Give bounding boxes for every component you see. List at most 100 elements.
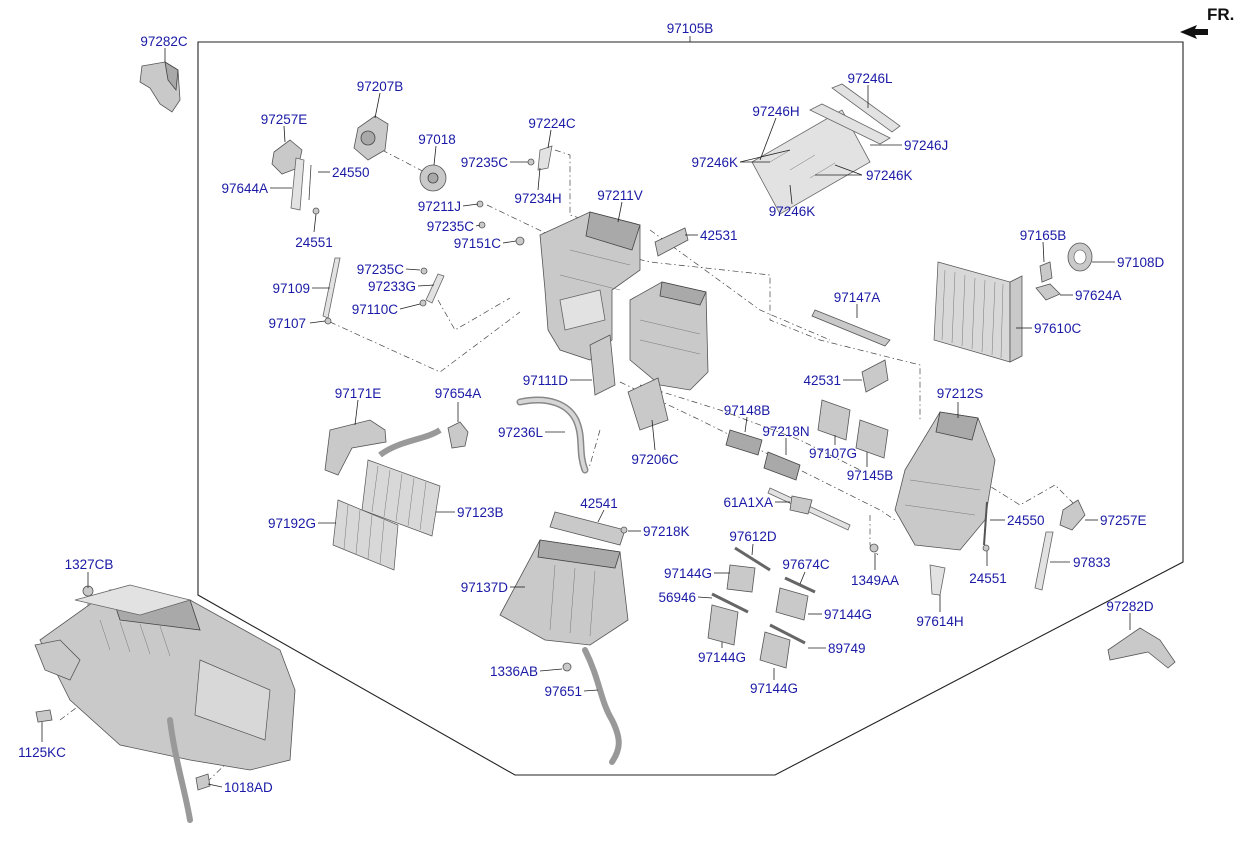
label-97610c: 97610C xyxy=(1034,321,1082,336)
heater-core-97123b xyxy=(361,427,442,537)
label-97235c-c: 97235C xyxy=(357,262,405,277)
label-97107: 97107 xyxy=(268,316,306,331)
lower-case-97137d xyxy=(499,539,629,646)
label-97257e-right: 97257E xyxy=(1100,513,1147,528)
filter-set-97246 xyxy=(751,83,901,215)
label-97107g: 97107G xyxy=(809,446,857,461)
label-97246k-c: 97246K xyxy=(769,204,816,219)
label-97148b: 97148B xyxy=(724,403,771,418)
label-24550-top: 24550 xyxy=(332,165,370,180)
label-24550-right: 24550 xyxy=(1007,513,1045,528)
doors-97144g xyxy=(707,546,816,669)
label-97246l: 97246L xyxy=(847,71,893,86)
label-97624a: 97624A xyxy=(1075,288,1122,303)
label-97234h: 97234H xyxy=(514,191,561,206)
label-97246k-a: 97246K xyxy=(691,155,738,170)
label-97654a: 97654A xyxy=(435,386,482,401)
label-97165b: 97165B xyxy=(1020,228,1067,243)
label-97614h: 97614H xyxy=(916,614,963,629)
label-61a1xa: 61A1XA xyxy=(723,495,773,510)
label-56946: 56946 xyxy=(658,590,696,605)
seal-set-97108d xyxy=(1035,242,1093,301)
assembly-boundary xyxy=(197,41,1184,776)
label-42531-mid: 42531 xyxy=(803,373,841,388)
label-97235c-b: 97235C xyxy=(427,219,475,234)
clip-24551-top xyxy=(312,207,320,215)
rod-97109 xyxy=(322,257,341,325)
label-97144g-d: 97144G xyxy=(750,681,798,696)
case-center xyxy=(627,281,709,431)
label-97108d: 97108D xyxy=(1117,255,1165,270)
label-1125kc: 1125KC xyxy=(18,745,66,760)
label-97171e: 97171E xyxy=(335,386,382,401)
label-97144g-b: 97144G xyxy=(824,607,872,622)
label-97246h: 97246H xyxy=(752,104,799,119)
evaporator-97610c xyxy=(933,261,1023,363)
duct-97282d xyxy=(1107,627,1176,669)
label-97147a: 97147A xyxy=(834,290,881,305)
seal-97147a xyxy=(811,309,891,347)
link-97233g xyxy=(419,267,445,307)
front-arrow-icon xyxy=(1180,25,1208,39)
filter-42541 xyxy=(549,511,628,546)
label-97651: 97651 xyxy=(544,684,582,699)
label-97211j: 97211J xyxy=(418,199,461,214)
label-24551-top: 24551 xyxy=(295,235,333,250)
duct-97111d xyxy=(589,334,616,396)
lever-24550-right xyxy=(982,499,1086,591)
ptc-heater-97192g xyxy=(332,499,399,571)
front-direction-indicator: FR. xyxy=(1180,5,1234,39)
label-97612d: 97612D xyxy=(729,529,777,544)
label-97235c-a: 97235C xyxy=(461,155,509,170)
label-97109: 97109 xyxy=(272,281,310,296)
label-97233g: 97233G xyxy=(368,279,416,294)
case-97211v xyxy=(539,211,641,361)
filter-97148b xyxy=(725,429,801,481)
label-97206c: 97206C xyxy=(631,452,679,467)
label-42531-top: 42531 xyxy=(700,228,738,243)
case-97212s xyxy=(894,411,996,551)
label-97211v: 97211V xyxy=(597,188,643,203)
label-1327cb: 1327CB xyxy=(65,557,114,572)
label-97018: 97018 xyxy=(418,132,456,147)
label-97105b: 97105B xyxy=(667,21,714,36)
label-97218k: 97218K xyxy=(643,524,690,539)
actuator-61a1xa xyxy=(767,487,851,531)
label-97144g-c: 97144G xyxy=(698,650,746,665)
label-97145b: 97145B xyxy=(847,468,894,483)
label-1018ad: 1018AD xyxy=(224,780,273,795)
label-97246k-b: 97246K xyxy=(866,168,913,183)
plate-42531-mid xyxy=(861,359,889,393)
drain-hose-97651 xyxy=(582,647,622,765)
label-97224c: 97224C xyxy=(528,116,576,131)
label-97192g: 97192G xyxy=(268,516,316,531)
clip-1336ab xyxy=(562,662,572,672)
label-97246j: 97246J xyxy=(904,138,948,153)
label-97833: 97833 xyxy=(1073,555,1111,570)
doors-97107g xyxy=(817,399,889,459)
label-97257e-top: 97257E xyxy=(261,112,308,127)
label-97674c: 97674C xyxy=(782,557,830,572)
label-97282c: 97282C xyxy=(140,34,188,49)
leader-lines xyxy=(41,36,1131,788)
gear-97018 xyxy=(419,164,447,192)
label-97110c: 97110C xyxy=(352,302,399,317)
lever-97644a xyxy=(290,157,305,211)
actuator-97207b xyxy=(353,115,389,161)
orientation-label: FR. xyxy=(1207,5,1234,24)
bracket-97614h xyxy=(869,543,946,596)
duct-97282c xyxy=(139,61,181,113)
label-97212s: 97212S xyxy=(937,386,984,401)
label-97137d: 97137D xyxy=(461,580,509,595)
label-97236l: 97236L xyxy=(498,425,544,440)
label-97151c: 97151C xyxy=(454,236,502,251)
hvac-assembly xyxy=(34,584,296,823)
label-97282d: 97282D xyxy=(1106,599,1154,614)
link-97224c xyxy=(476,145,553,246)
label-24551-right: 24551 xyxy=(969,571,1007,586)
pipe-97171e xyxy=(324,419,469,476)
label-97644a: 97644A xyxy=(221,181,268,196)
label-97218n: 97218N xyxy=(762,424,809,439)
label-97144g-a: 97144G xyxy=(664,566,712,581)
